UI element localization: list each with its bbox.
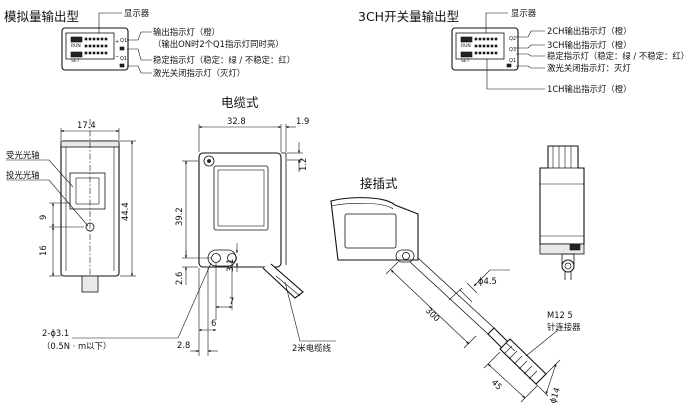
switch3ch-ch1-label: 1CH输出指示灯（橙） bbox=[547, 84, 631, 94]
connector-name-label: 针连接器 bbox=[547, 322, 581, 332]
analog-title: 模拟量输出型 bbox=[4, 9, 79, 24]
cable-dim-3-1: 3.1 bbox=[225, 259, 235, 272]
cable-receiver-axis-label: 受光光轴 bbox=[6, 150, 40, 160]
connector-model-label: M12 5 bbox=[547, 310, 573, 320]
cable-dim-2-8: 2.8 bbox=[177, 340, 190, 350]
connector-dim-45: 45 bbox=[490, 377, 505, 392]
cable-dim-1-9: 1.9 bbox=[296, 116, 309, 126]
analog-panel-set: SET bbox=[71, 58, 80, 64]
connector-section: 接插式 ϕ4.5 300 bbox=[330, 176, 581, 405]
cable-dim-9: 9 bbox=[38, 215, 48, 220]
cable-emitter-axis-label: 投光光轴 bbox=[6, 170, 40, 180]
cable-dim-7: 7 bbox=[229, 296, 234, 306]
switch3ch-panel-section: 3CH开关量输出型 RUN SET Q2 Q3 Q1 显示器 2CH输出指示灯（… bbox=[358, 8, 689, 94]
analog-output-led-note: （输出ON时2个Q1指示灯同时亮） bbox=[153, 39, 284, 49]
switch3ch-display-label: 显示器 bbox=[511, 8, 537, 18]
cable-hole-note: 2-ϕ3.1 bbox=[42, 328, 69, 338]
switch3ch-ch2-label: 2CH输出指示灯（橙） bbox=[547, 26, 631, 36]
cable-dim-6: 6 bbox=[211, 318, 216, 328]
switch3ch-title: 3CH开关量输出型 bbox=[358, 9, 459, 24]
cable-top-mount-hole bbox=[203, 155, 215, 167]
analog-panel-minus: − bbox=[115, 54, 119, 60]
switch3ch-ch3-label: 3CH输出指示灯（橙） bbox=[547, 40, 631, 50]
analog-panel-section: 模拟量输出型 RUN SET + − Q1 Q1 显示器 输出指示灯（橙） （输… bbox=[4, 8, 295, 78]
cable-dim-width: 17.4 bbox=[77, 120, 96, 130]
switch3ch-panel-q1: Q1 bbox=[509, 58, 516, 64]
analog-display-label: 显示器 bbox=[124, 8, 150, 18]
switch3ch-laser-off-label: 激光关闭指示灯：灭灯 bbox=[547, 63, 631, 73]
switch3ch-stable-led-label: 稳定指示灯（稳定：绿 / 不稳定：红） bbox=[547, 51, 689, 61]
cable-bottom-hole-1 bbox=[211, 253, 221, 263]
cable-side-view: 受光光轴 投光光轴 17.4 44.4 9 16 bbox=[6, 119, 136, 293]
switch3ch-panel-q2: Q2 bbox=[509, 36, 516, 42]
connector-dim-phi14: ϕ14 bbox=[547, 386, 562, 404]
cable-dim-39-2: 39.2 bbox=[174, 207, 184, 226]
switch3ch-panel-set: SET bbox=[461, 58, 470, 64]
analog-panel-plus: + bbox=[115, 39, 119, 45]
cable-bottom-hole-2 bbox=[227, 253, 237, 263]
cable-dim-height: 44.4 bbox=[120, 202, 130, 221]
switch3ch-laser-led-icon bbox=[506, 63, 512, 68]
analog-laser-led-icon bbox=[119, 63, 125, 68]
cable-dim-1-2: 1.2 bbox=[298, 158, 308, 171]
connector-top-view bbox=[539, 145, 585, 280]
cable-front-view: 32.8 1.9 1.2 39.2 2.6 3.1 7 6 bbox=[42, 116, 336, 356]
cable-title: 电缆式 bbox=[221, 95, 259, 110]
cable-dim-2-6: 2.6 bbox=[174, 272, 184, 285]
connector-dim-300: 300 bbox=[424, 305, 442, 323]
analog-panel-q1-bottom: Q1 bbox=[120, 56, 127, 62]
switch3ch-panel-q3: Q3 bbox=[509, 47, 516, 53]
connector-dim-phi45: ϕ4.5 bbox=[478, 276, 497, 286]
cable-torque-note: （0.5N · m以下） bbox=[42, 341, 111, 351]
analog-laser-off-label: 激光关闭指示灯（灭灯） bbox=[153, 68, 245, 78]
analog-stable-led-icon bbox=[119, 46, 125, 51]
analog-output-led-label: 输出指示灯（橙） bbox=[153, 27, 220, 37]
analog-stable-led-label: 稳定指示灯（稳定：绿 / 不稳定：红） bbox=[153, 55, 295, 65]
switch3ch-panel-drawing: RUN SET Q2 Q3 Q1 bbox=[451, 27, 519, 71]
cable-length-note: 2米电缆线 bbox=[292, 343, 331, 353]
analog-panel-drawing: RUN SET + − Q1 Q1 bbox=[61, 27, 129, 71]
cable-dim-front-width: 32.8 bbox=[227, 116, 246, 126]
cable-dim-16: 16 bbox=[38, 245, 48, 256]
analog-panel-run: RUN bbox=[71, 43, 81, 49]
connector-title: 接插式 bbox=[360, 176, 398, 191]
m12-connector bbox=[487, 327, 547, 385]
switch3ch-panel-run: RUN bbox=[461, 43, 471, 49]
analog-panel-q1-top: Q1 bbox=[120, 38, 127, 44]
